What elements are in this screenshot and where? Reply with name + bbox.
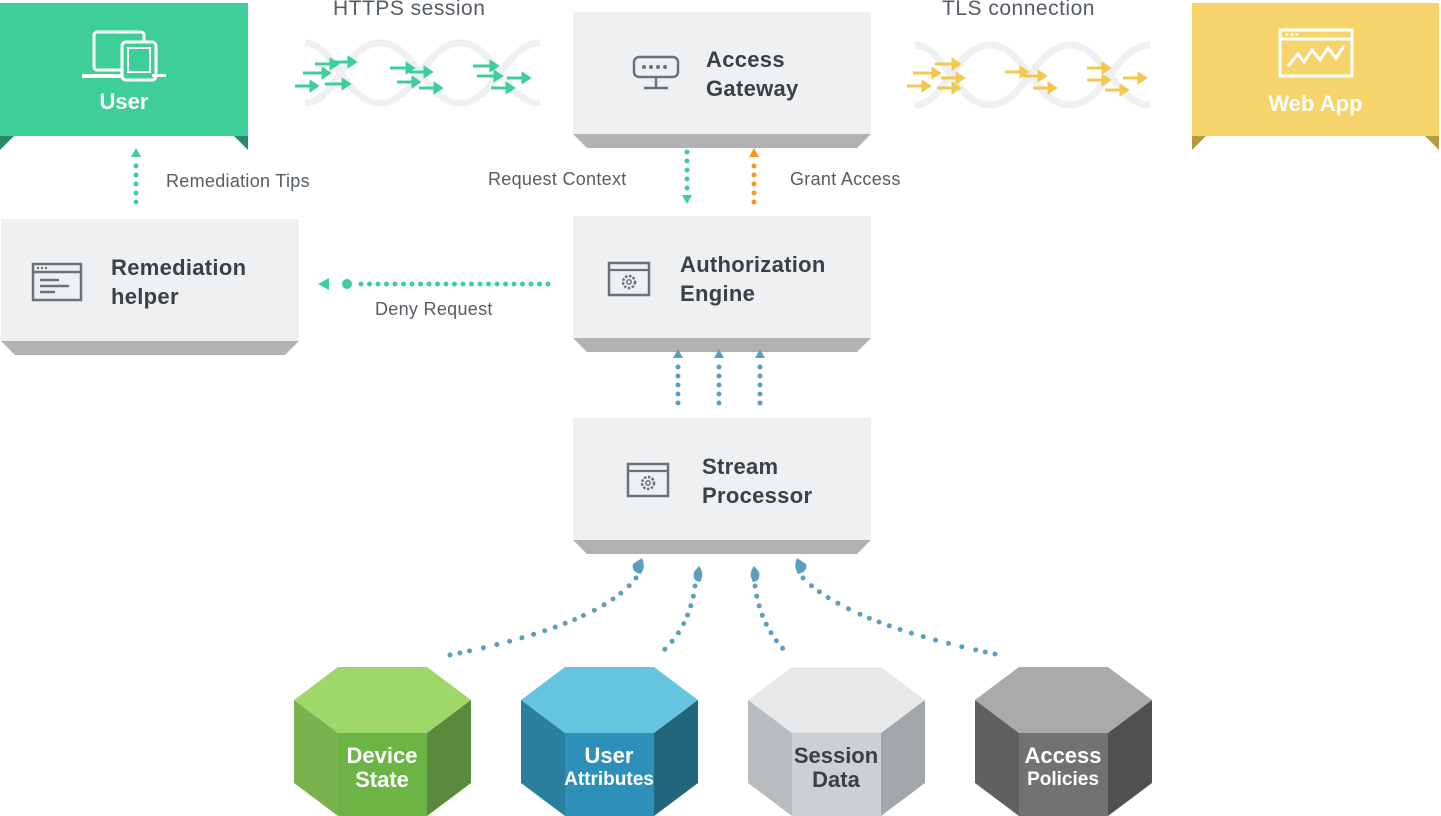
request-context-label: Request Context (488, 169, 627, 189)
source-label-1: Device (346, 743, 418, 768)
hexagon-shape (294, 667, 471, 816)
hex-front-face (565, 733, 654, 816)
source-label-2: State (355, 767, 409, 792)
remediation-helper-label-1: Remediation (111, 255, 247, 280)
web-app-node (1192, 3, 1439, 136)
devices-icon (82, 30, 166, 82)
hex-left-face (294, 700, 338, 816)
https-session-wave (295, 39, 541, 107)
remediation-tips-label: Remediation Tips (166, 171, 310, 191)
hex-right-face (427, 700, 471, 816)
hexagon-shape (975, 667, 1152, 816)
stream-processor-label-1: Stream (702, 454, 779, 479)
https-session-label: HTTPS session (333, 0, 486, 20)
hex-left-face (975, 700, 1019, 816)
source-label-1: User (584, 743, 634, 768)
stream-processor-node (573, 418, 871, 540)
stream-processor-label-2: Processor (702, 483, 813, 508)
feed-arrowhead-1 (632, 558, 644, 574)
hexagon-shape (521, 667, 698, 816)
stream-processor-shelf (573, 540, 871, 554)
feed-arrowhead-3 (750, 566, 760, 582)
authorization-engine-node (573, 216, 871, 338)
authorization-engine-shelf (573, 338, 871, 352)
settings-window-icon (626, 462, 670, 498)
grant-access-label: Grant Access (790, 169, 901, 189)
document-window-icon (31, 262, 83, 302)
deny-request-label: Deny Request (375, 299, 493, 319)
remediation-helper-shelf (1, 341, 299, 355)
remediation-helper-label-2: helper (111, 284, 179, 309)
web-app-label: Web App (1268, 91, 1363, 116)
hex-right-face (1108, 700, 1152, 816)
hex-front-face (792, 733, 881, 816)
hex-top-face (521, 667, 698, 733)
hex-top-face (294, 667, 471, 733)
source-label-2: Attributes (564, 769, 654, 790)
router-icon (632, 55, 680, 90)
tls-connection-label: TLS connection (942, 0, 1095, 20)
deny-request-arrow (318, 278, 551, 290)
hex-left-face (521, 700, 565, 816)
source-label-2: Policies (1027, 769, 1099, 790)
hex-front-face (1019, 733, 1108, 816)
hex-right-face (881, 700, 925, 816)
request-context-arrow (682, 149, 692, 204)
tls-connection-wave (907, 41, 1151, 109)
browser-chart-icon (1278, 28, 1354, 78)
access-gateway-label-1: Access (706, 47, 785, 72)
source-label-2: Data (812, 767, 860, 792)
hex-left-face (748, 700, 792, 816)
hex-top-face (748, 667, 925, 733)
source-label-1: Access (1024, 743, 1102, 768)
authorization-engine-label-2: Engine (680, 281, 756, 306)
hex-front-face (338, 733, 427, 816)
hexagon-shape (748, 667, 925, 816)
hex-right-face (654, 700, 698, 816)
feed-arrowhead-2 (693, 566, 703, 582)
access-gateway-label-2: Gateway (706, 76, 799, 101)
access-gateway-shelf (573, 134, 871, 148)
settings-window-icon (607, 261, 651, 297)
user-label: User (99, 89, 149, 114)
access-gateway-node (573, 12, 871, 134)
grant-access-arrow (749, 148, 759, 205)
hex-top-face (975, 667, 1152, 733)
source-label-1: Session (793, 743, 879, 768)
remediation-tips-arrow (131, 148, 141, 205)
authorization-engine-label-1: Authorization (680, 252, 826, 277)
feed-arrowhead-4 (795, 558, 807, 574)
stream-to-authorization-arrows (673, 349, 765, 406)
